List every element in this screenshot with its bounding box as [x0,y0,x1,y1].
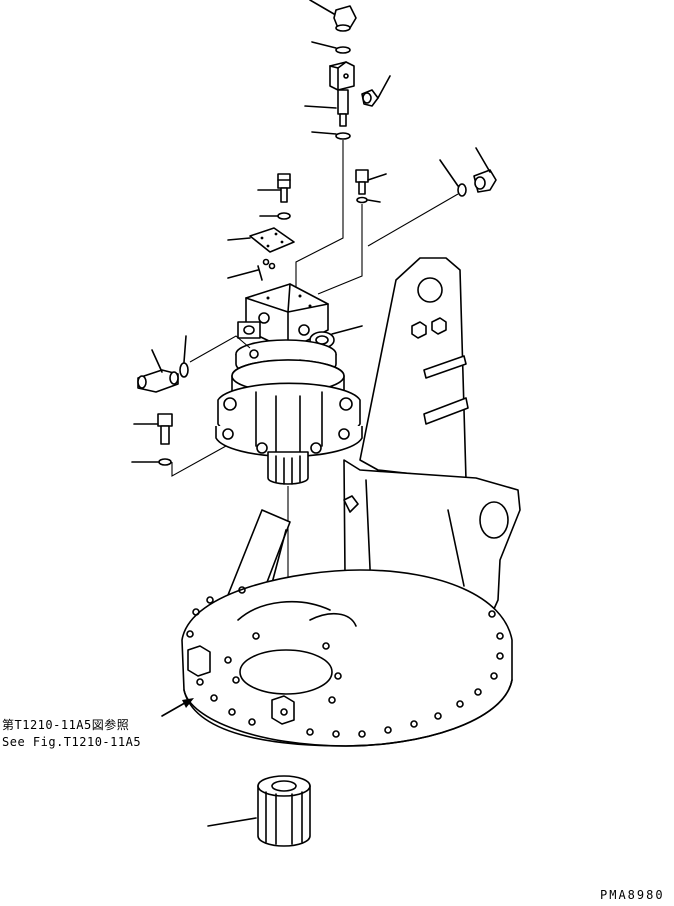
pinion-gear-loose [207,775,311,847]
side-fitting [137,335,251,393]
washer-left [259,212,291,220]
small-pins [227,258,276,281]
drawing-code: PMA8980 [600,888,665,902]
valve-block [304,61,355,127]
elbow-fitting-top [309,0,357,32]
reference-arrow [161,698,194,717]
bolt-left [257,173,291,203]
cover-plate [227,227,295,253]
swing-motor-body [215,359,363,458]
reference-label-japanese: 第T1210-11A5図参照 [2,718,130,732]
mounting-bolt [131,413,227,477]
bolt-holes [186,586,504,738]
elbow-fitting-small [361,75,391,107]
bolt-middle [317,169,387,295]
o-ring-2 [311,131,351,140]
swing-ring-plate [181,569,513,747]
o-ring-1 [311,41,351,54]
elbow-fitting-right [367,147,497,247]
pinion-gear [267,451,309,485]
reference-label-english: See Fig.T1210-11A5 [2,735,142,749]
